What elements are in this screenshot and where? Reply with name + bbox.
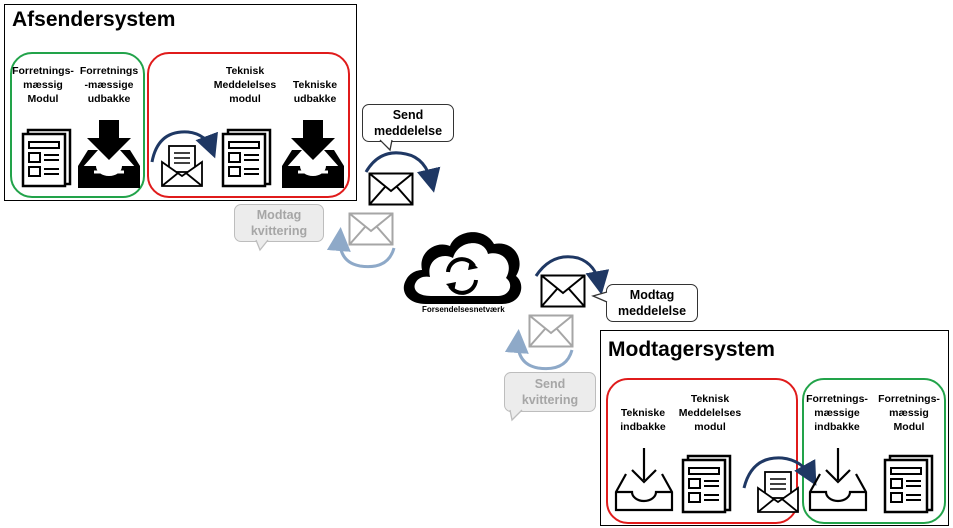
receiver-technical-document-icon: [681, 454, 732, 514]
sender-business-group: [10, 52, 145, 198]
send-receipt-arrow-icon: [504, 329, 574, 371]
sender-technical-document-icon: [221, 128, 272, 188]
receive-receipt-bubble-tail: [255, 239, 269, 252]
send-receipt-bubble-tail: [509, 409, 523, 422]
send-message-bubble-tail: [379, 139, 393, 152]
receiver-letter-envelope-icon: [757, 471, 799, 513]
network-cloud-icon: [403, 232, 522, 304]
receiver-business-inbox-icon: [808, 448, 868, 512]
sender-technical-module-label: Teknisk Meddelelses modul: [213, 65, 277, 105]
receive-receipt-bubble: Modtag kvittering: [234, 204, 324, 242]
receiver-business-group: [802, 378, 946, 524]
outgoing-envelope-icon: [368, 172, 414, 206]
send-receipt-bubble: Send kvittering: [504, 372, 596, 412]
sender-business-document-icon: [21, 128, 72, 188]
receipt-arrow-icon: [326, 227, 396, 269]
sender-technical-group: [147, 52, 350, 198]
receiver-internal-arrow-icon: [742, 456, 817, 489]
returning-receipt-envelope-icon: [348, 212, 394, 246]
sender-business-outbox-icon: [78, 120, 140, 188]
sender-business-outbox-label: Forretnings -mæssige udbakke: [79, 65, 139, 105]
receiver-technical-group: [606, 378, 798, 524]
send-arrow-icon: [364, 151, 441, 193]
receiver-technical-inbox-label: Tekniske indbakke: [620, 407, 666, 433]
sender-business-module-label: Forretnings- mæssig Modul: [12, 65, 74, 105]
sender-technical-outbox-label: Tekniske udbakke: [292, 79, 338, 105]
outgoing-receipt-envelope-icon: [528, 314, 574, 348]
receiver-business-module-label: Forretnings- mæssig Modul: [878, 393, 940, 433]
sender-system-title: Afsendersystem: [12, 8, 176, 31]
receive-message-bubble: Modtag meddelelse: [606, 284, 698, 322]
deliver-arrow-icon: [534, 255, 610, 295]
receiver-business-inbox-label: Forretnings- mæssige indbakke: [806, 393, 868, 433]
receiver-system-title: Modtagersystem: [608, 338, 775, 361]
incoming-envelope-icon: [540, 274, 586, 308]
receiver-technical-module-label: Teknisk Meddelelses modul: [678, 393, 742, 433]
sender-letter-envelope-icon: [161, 145, 203, 187]
receiver-technical-inbox-icon: [614, 448, 674, 512]
sender-technical-outbox-icon: [282, 120, 344, 188]
sender-internal-arrow-icon: [150, 130, 218, 163]
receiver-business-document-icon: [883, 454, 934, 514]
network-label: Forsendelsesnetværk: [422, 305, 505, 314]
receive-message-bubble-tail: [591, 291, 608, 303]
send-message-bubble: Send meddelelse: [362, 104, 454, 142]
